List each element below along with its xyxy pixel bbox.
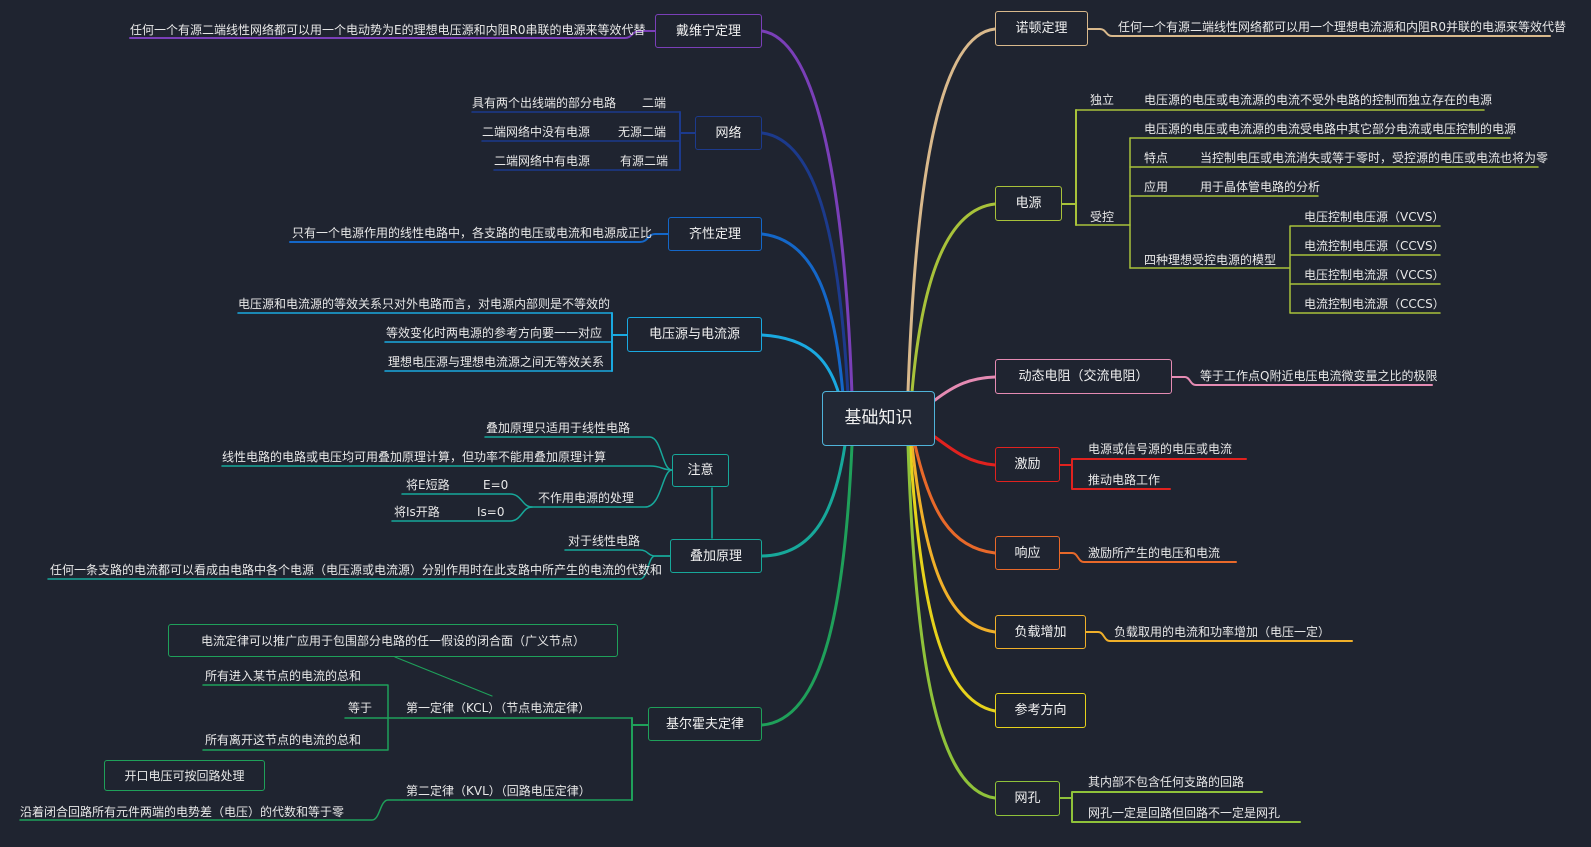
link-root-qixing — [760, 232, 845, 397]
note-kcl-generalization: 电流定律可以推广应用于包围部分电路的任一假设的闭合面（广义节点） — [168, 624, 618, 657]
link-root-cankao — [908, 443, 997, 713]
moxing-item-1: 电流控制电压源（CCVS） — [1304, 239, 1445, 253]
shoukong-desc: 电压源的电压或电流源的电流受电路中其它部分电流或电压控制的电源 — [1144, 122, 1517, 136]
node-xiangying[interactable]: 响应 — [995, 536, 1060, 570]
link-root-xiangying — [913, 443, 997, 555]
duli-desc: 电压源的电压或电流源的电流不受外电路的控制而独立存在的电源 — [1144, 93, 1493, 107]
node-diejia[interactable]: 叠加原理 — [670, 539, 762, 573]
dongtai-desc: 等于工作点Q附近电压电流微变量之比的极限 — [1200, 369, 1438, 383]
buzuoyong-a-0: 将E短路 — [406, 478, 450, 492]
yingyong-desc: 用于晶体管电路的分析 — [1200, 180, 1321, 194]
jili-item-1: 推动电路工作 — [1088, 473, 1161, 487]
node-daiweining[interactable]: 戴维宁定理 — [655, 14, 762, 48]
yingyong-title: 应用 — [1144, 180, 1169, 194]
kvl-desc: 沿着闭合回路所有元件两端的电势差（电压）的代数和等于零 — [20, 805, 345, 819]
node-wangluo[interactable]: 网络 — [695, 116, 762, 150]
link-root-fuzai — [910, 443, 997, 634]
link-root-dongtai — [933, 375, 997, 402]
diejia-item-0: 对于线性电路 — [568, 534, 641, 548]
link-root-daiweining — [760, 29, 854, 397]
node-jili[interactable]: 激励 — [995, 447, 1060, 482]
kvl-title: 第二定律（KVL）（回路电压定律） — [406, 784, 591, 798]
node-voltage-current-source[interactable]: 电压源与电流源 — [627, 317, 762, 352]
wangluo-desc-2: 二端网络中有电源 — [494, 154, 591, 168]
wangluo-desc-1: 二端网络中没有电源 — [482, 125, 591, 139]
wangkong-item-0: 其内部不包含任何支路的回路 — [1088, 775, 1245, 789]
buzuoyong-b-1: Is=0 — [477, 505, 505, 519]
tedian-title: 特点 — [1144, 151, 1169, 165]
xiangying-desc: 激励所产生的电压和电流 — [1088, 546, 1221, 560]
tedian-desc: 当控制电压或电流消失或等于零时，受控源的电压或电流也将为零 — [1200, 151, 1549, 165]
zhuyi-item-0: 叠加原理只适用于线性电路 — [486, 421, 631, 435]
vcs-item-2: 理想电压源与理想电流源之间无等效关系 — [388, 355, 605, 369]
link-root-nuodun — [906, 27, 997, 394]
duli-title: 独立 — [1090, 93, 1115, 107]
wangluo-term-0: 二端 — [642, 96, 667, 110]
link-root-wangkong — [906, 443, 997, 800]
buzuoyong-title: 不作用电源的处理 — [538, 491, 635, 505]
node-fuzai[interactable]: 负载增加 — [995, 615, 1086, 649]
nuodun-desc: 任何一个有源二端线性网络都可以用一个理想电流源和内阻R0并联的电源来等效代替 — [1118, 20, 1566, 34]
link-root-dianyuan-right — [910, 202, 997, 394]
jili-item-0: 电源或信号源的电压或电流 — [1088, 442, 1233, 456]
link-root-dianyuan-left — [760, 333, 842, 400]
kcl-title: 第一定律（KCL）（节点电流定律） — [406, 701, 591, 715]
link-root-diejia — [760, 443, 847, 558]
node-dianyuan[interactable]: 电源 — [995, 186, 1062, 221]
node-wangkong[interactable]: 网孔 — [995, 781, 1060, 816]
qixing-desc: 只有一个电源作用的线性电路中，各支路的电压或电流和电源成正比 — [292, 226, 653, 240]
zhuyi-item-1: 线性电路的电路或电压均可用叠加原理计算，但功率不能用叠加原理计算 — [222, 450, 607, 464]
diejia-item-1: 任何一条支路的电流都可以看成由电路中各个电源（电压源或电流源）分别作用时在此支路… — [50, 563, 663, 577]
node-jierhuofu[interactable]: 基尔霍夫定律 — [648, 707, 762, 741]
link-root-wangluo — [760, 131, 850, 397]
node-cankao[interactable]: 参考方向 — [995, 693, 1086, 728]
moxing-title: 四种理想受控电源的模型 — [1144, 253, 1277, 267]
kcl-mid: 等于 — [348, 701, 373, 715]
vcs-item-0: 电压源和电流源的等效关系只对外电路而言，对电源内部则是不等效的 — [238, 297, 611, 311]
vcs-item-1: 等效变化时两电源的参考方向要一一对应 — [386, 326, 603, 340]
link-root-jili — [933, 435, 997, 467]
node-dongtai[interactable]: 动态电阻（交流电阻） — [995, 359, 1172, 394]
fuzai-desc: 负载取用的电流和功率增加（电压一定） — [1114, 625, 1331, 639]
moxing-item-3: 电流控制电流源（CCCS） — [1304, 297, 1445, 311]
wangluo-term-1: 无源二端 — [618, 125, 667, 139]
node-nuodun[interactable]: 诺顿定理 — [995, 11, 1088, 46]
wangluo-desc-0: 具有两个出线端的部分电路 — [472, 96, 617, 110]
kcl-top: 所有进入某节点的电流的总和 — [205, 669, 362, 683]
moxing-item-0: 电压控制电压源（VCVS） — [1304, 210, 1445, 224]
wangluo-term-2: 有源二端 — [620, 154, 669, 168]
link-root-jierhuofu — [760, 443, 854, 727]
moxing-item-2: 电压控制电流源（VCCS） — [1304, 268, 1445, 282]
buzuoyong-b-0: E=0 — [483, 478, 509, 492]
note-open-circuit: 开口电压可按回路处理 — [104, 760, 265, 791]
daiweining-desc: 任何一个有源二端线性网络都可以用一个电动势为E的理想电压源和内阻R0串联的电源来… — [130, 23, 646, 37]
node-qixing[interactable]: 齐性定理 — [668, 217, 762, 251]
shoukong-title: 受控 — [1090, 210, 1115, 224]
root-node[interactable]: 基础知识 — [822, 391, 935, 446]
wangkong-item-1: 网孔一定是回路但回路不一定是网孔 — [1088, 806, 1281, 820]
node-zhuyi[interactable]: 注意 — [672, 454, 729, 487]
kcl-bottom: 所有离开这节点的电流的总和 — [205, 733, 362, 747]
buzuoyong-a-1: 将Is开路 — [394, 505, 440, 519]
